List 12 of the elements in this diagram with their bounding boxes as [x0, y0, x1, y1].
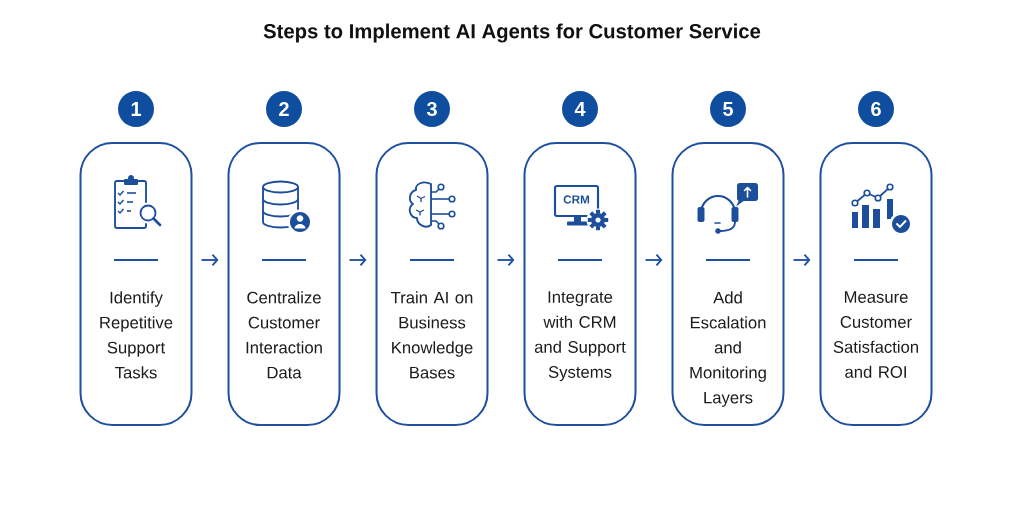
arrow	[200, 253, 219, 267]
arrow	[792, 253, 811, 267]
step-card: Measure Customer Satisfaction and ROI	[819, 142, 933, 426]
step-card: Train AI on Business Knowledge Bases	[375, 142, 489, 426]
arrow	[496, 253, 515, 267]
arrow	[348, 253, 367, 267]
title: Steps to Implement AI Agents for Customer Service	[263, 23, 761, 43]
step-card: Identify Repetitive Support Tasks	[79, 142, 193, 426]
screen-text: CRM	[563, 195, 590, 204]
arrow	[644, 253, 663, 267]
step-card: Add Escalation and Monitoring Layers	[671, 142, 785, 426]
step-card: Centralize Customer Interaction Data	[227, 142, 341, 426]
